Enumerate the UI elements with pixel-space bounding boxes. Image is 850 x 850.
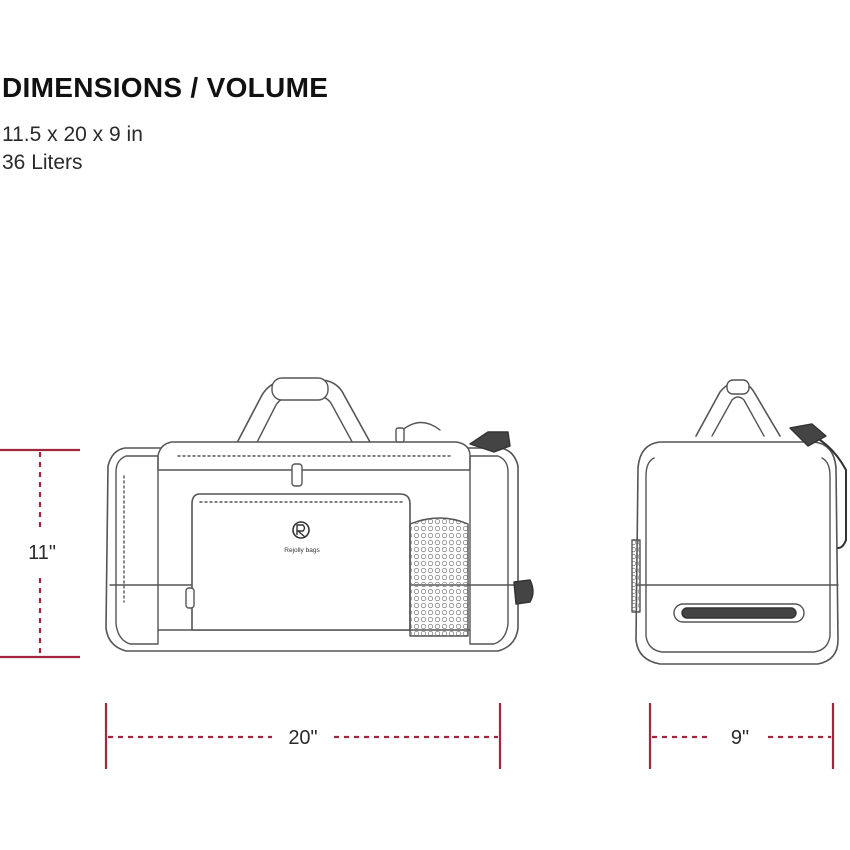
length-label: 20"	[288, 727, 317, 749]
height-label: 11"	[28, 542, 56, 564]
bag-side-view	[105, 377, 534, 652]
right-end-panel	[469, 455, 509, 645]
top-zip-pull	[291, 463, 303, 487]
end-body	[635, 441, 839, 665]
length-dimension	[104, 703, 502, 769]
front-pocket	[191, 493, 411, 631]
depth-label: 9"	[731, 727, 749, 749]
end-handle-wrap	[726, 379, 750, 395]
end-inner-outline	[645, 457, 831, 653]
height-dimension	[0, 448, 80, 659]
size-spec: 11.5 x 20 x 9 in	[2, 123, 143, 146]
brand-logo-text: Rejolly bags	[284, 547, 320, 554]
depth-dimension	[648, 703, 835, 769]
page-title: DIMENSIONS / VOLUME	[2, 72, 329, 103]
strap-lower-clip	[513, 579, 534, 605]
bag-end-view	[631, 379, 847, 665]
end-grip-inner	[681, 607, 797, 619]
cord-stopper	[395, 427, 405, 443]
end-strap-clip	[789, 423, 827, 447]
brand-logo-icon	[292, 521, 310, 539]
mesh-pocket	[409, 517, 469, 637]
pocket-zip-pull	[185, 587, 195, 609]
volume-spec: 36 Liters	[2, 151, 83, 174]
end-mesh-strip	[631, 539, 641, 613]
handle-wrap	[271, 377, 329, 401]
drawcord	[399, 421, 441, 433]
strap-clip	[469, 431, 511, 453]
left-end-panel	[115, 455, 159, 645]
brand-logo: Rejolly bags	[284, 521, 320, 554]
end-handle-inner	[711, 396, 765, 437]
